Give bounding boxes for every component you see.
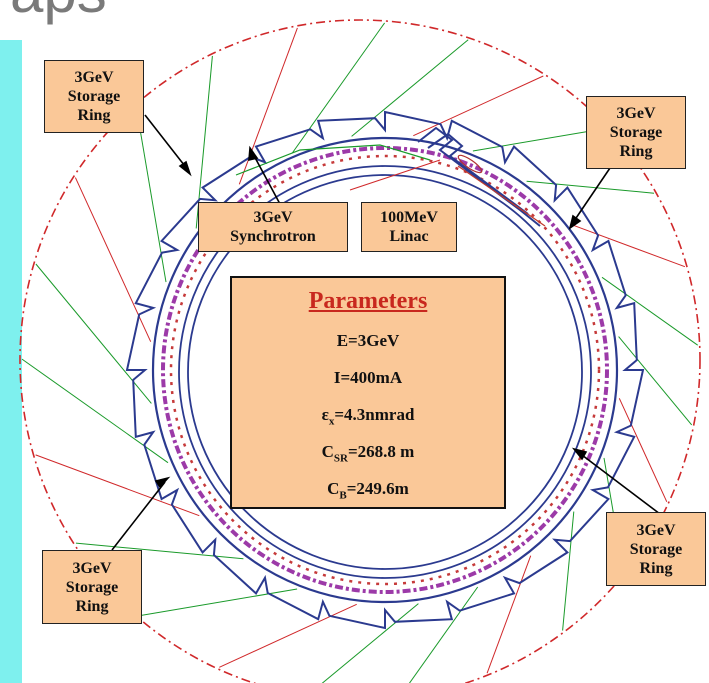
synchrotron-ring bbox=[178, 165, 592, 579]
value: =268.8 m bbox=[347, 442, 415, 461]
label-pointers bbox=[111, 114, 661, 551]
transfer-line-2 bbox=[349, 159, 441, 191]
beamline bbox=[408, 586, 479, 683]
parameters-title: Parameters bbox=[308, 288, 428, 314]
label-line: Storage bbox=[629, 540, 683, 558]
beamline bbox=[570, 223, 686, 268]
pointer-bottom-right bbox=[577, 451, 661, 515]
beamline bbox=[526, 180, 655, 194]
label-line: Linac bbox=[389, 228, 429, 245]
param-energy: E=3GeV bbox=[336, 331, 400, 350]
subscript: x bbox=[328, 415, 335, 428]
label-synchrotron: 3GeV Synchrotron bbox=[198, 202, 348, 252]
beamline bbox=[238, 27, 298, 185]
tunnel-wall-path bbox=[125, 110, 645, 630]
label-line: 100MeV bbox=[380, 209, 438, 226]
symbol: C bbox=[321, 442, 334, 461]
label-line: Ring bbox=[75, 597, 109, 615]
beamline bbox=[618, 398, 668, 503]
pointer-top-right bbox=[571, 167, 611, 225]
param-current: I=400mA bbox=[333, 368, 403, 387]
beamline bbox=[486, 555, 532, 674]
beamline bbox=[219, 603, 357, 668]
value: =4.3nmrad bbox=[334, 405, 415, 424]
pointer-bottom-left bbox=[111, 481, 166, 551]
cyan-accent-bar bbox=[0, 40, 22, 683]
label-storage-ring-top-left: 3GeV Storage Ring bbox=[44, 60, 144, 133]
label-line: 3GeV bbox=[253, 209, 293, 226]
beamline bbox=[562, 511, 575, 631]
label-storage-ring-top-right: 3GeV Storage Ring bbox=[586, 96, 686, 169]
label-line: Synchrotron bbox=[230, 228, 316, 245]
param-sr-circumference: CSR=268.8 m bbox=[232, 433, 504, 470]
beamline bbox=[321, 603, 419, 683]
label-line: Ring bbox=[639, 559, 673, 577]
beamline bbox=[618, 336, 693, 426]
beamline bbox=[135, 106, 167, 283]
label-line: Ring bbox=[77, 107, 111, 124]
label-line: Storage bbox=[67, 88, 121, 105]
beamline bbox=[351, 39, 469, 137]
subscript: B bbox=[339, 489, 347, 502]
label-line: 3GeV bbox=[74, 69, 114, 86]
synchrotron-inner bbox=[187, 174, 583, 570]
label-line: 3GeV bbox=[616, 105, 656, 122]
parameters-box: Parameters E=3GeV I=400mA εx=4.3nmrad CS… bbox=[230, 276, 506, 509]
building-boundary bbox=[19, 19, 701, 683]
transfer-line bbox=[235, 144, 431, 176]
storage-ring-beam bbox=[161, 146, 609, 594]
beamline bbox=[472, 127, 607, 152]
pointer-synchrotron bbox=[251, 151, 281, 205]
label-line: Ring bbox=[619, 143, 653, 160]
storage-ring-tunnel-wall bbox=[125, 110, 645, 630]
label-line: Storage bbox=[609, 124, 663, 141]
label-line: 3GeV bbox=[636, 521, 676, 539]
label-storage-ring-bottom-right: 3GeV Storage Ring bbox=[606, 512, 706, 586]
param-b-circumference: CB=249.6m bbox=[232, 470, 504, 507]
label-line: 3GeV bbox=[72, 559, 112, 577]
storage-ring-lattice bbox=[169, 154, 601, 586]
linac-structure bbox=[417, 126, 546, 227]
storage-ring-outer bbox=[151, 136, 619, 604]
beamline bbox=[139, 588, 298, 617]
beamline bbox=[291, 22, 386, 154]
symbol: ε bbox=[321, 405, 329, 424]
label-line: Storage bbox=[65, 578, 119, 596]
beamline bbox=[35, 454, 200, 517]
slide-heading-fragment: aps bbox=[10, 0, 107, 22]
beamline bbox=[413, 75, 544, 137]
label-linac: 100MeV Linac bbox=[361, 202, 457, 252]
beamline bbox=[601, 276, 698, 346]
beamline bbox=[74, 177, 152, 342]
label-storage-ring-bottom-left: 3GeV Storage Ring bbox=[42, 550, 142, 624]
symbol: C bbox=[327, 479, 340, 498]
subscript: SR bbox=[333, 452, 348, 465]
pointer-top-left bbox=[144, 114, 189, 171]
value: =249.6m bbox=[346, 479, 409, 498]
param-emittance: εx=4.3nmrad bbox=[232, 396, 504, 433]
beamline bbox=[35, 263, 152, 404]
